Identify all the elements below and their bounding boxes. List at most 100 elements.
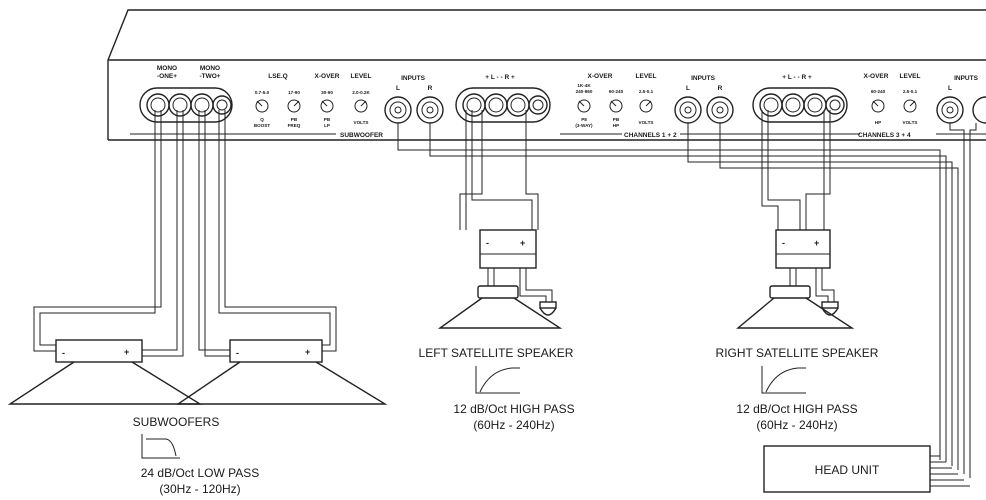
ch34-xover-label: X-OVER <box>864 73 889 80</box>
subwoofer-section-label: SUBWOOFER <box>340 132 383 139</box>
left-speaker-title: LEFT SATELLITE SPEAKER <box>419 346 574 360</box>
boost-label: BOOST <box>254 123 271 128</box>
xover-lp-label: LP <box>324 123 330 128</box>
ch12-level-range: 2.5-0.1 <box>639 89 654 94</box>
ch12-inputs-label: INPUTS <box>691 75 716 82</box>
ch12-input-r-label: R <box>718 85 723 92</box>
right-high-pass-curve-icon <box>761 366 806 394</box>
ch12-hp-knob-icon <box>609 99 623 113</box>
ch12-xover-knob-icon <box>577 99 591 113</box>
sub-xover-label: X-OVER <box>315 73 340 80</box>
subwoofers-filter: 24 dB/Oct LOW PASS <box>141 466 260 480</box>
freq-label: FREQ <box>288 123 301 128</box>
ch34-terminal-block <box>752 87 848 123</box>
ch12-xover-range-a: 1K-4K <box>577 83 591 88</box>
ch12-hp-label: HP <box>613 123 619 128</box>
ch12-hp-range: 60-240 <box>609 89 624 94</box>
sub-input-l-label: L <box>396 85 400 92</box>
freq-range: 17-90 <box>288 90 300 95</box>
head-unit-box <box>763 445 931 493</box>
xover-pb-label: PB <box>324 117 331 122</box>
subwoofer-2-icon <box>175 339 388 405</box>
right-tweeter-icon <box>821 301 839 316</box>
head-unit-label: HEAD UNIT <box>815 463 880 477</box>
mono-two-label-1: MONO <box>200 65 220 72</box>
ch34-xover-knob-icon <box>871 99 885 113</box>
left-crossover-box <box>479 229 537 269</box>
low-pass-curve-icon <box>141 434 180 459</box>
sub-level-knob-icon <box>354 99 368 113</box>
ch12-terminal-block <box>455 87 551 123</box>
right-xover-plus: + <box>814 238 819 248</box>
left-speaker-filter: 12 dB/Oct HIGH PASS <box>453 402 574 416</box>
ch12-3way-label: (3-WAY) <box>575 123 593 128</box>
subwoofers-range: (30Hz - 120Hz) <box>159 482 240 496</box>
subwoofer-wires <box>33 110 337 357</box>
ch34-level-label: LEVEL <box>900 73 921 80</box>
ch34-xover-range: 60-240 <box>871 89 886 94</box>
ch34-knobs <box>871 99 917 113</box>
ch34-rca-inputs <box>936 96 986 124</box>
freq-knob-icon <box>287 99 301 113</box>
q-boost-knob-icon <box>255 99 269 113</box>
ch12-input-l-label: L <box>686 85 690 92</box>
ch12-rca-inputs <box>674 96 734 124</box>
sub-xover-range: 30-90 <box>321 90 333 95</box>
left-xover-plus: + <box>520 238 525 248</box>
amplifier-chassis <box>107 9 986 141</box>
mono-two-label-2: -TWO+ <box>199 73 220 80</box>
sub1-minus: - <box>62 348 65 358</box>
ch12-pb-label: PB <box>613 117 620 122</box>
mono-terminal-block <box>139 87 233 123</box>
ch12-level-label: LEVEL <box>636 73 657 80</box>
sub-level-label: LEVEL <box>351 73 372 80</box>
q-label: Q <box>260 117 264 122</box>
sub-knobs <box>255 99 368 113</box>
sub-rca-inputs <box>384 96 444 124</box>
ch34-input-l-label: L <box>948 85 952 92</box>
ch34-inputs-label: INPUTS <box>954 75 979 82</box>
lse-q-label: LSE.Q <box>268 73 288 80</box>
right-xover-minus: - <box>782 238 785 248</box>
ch34-volts-label: VOLTS <box>903 120 918 125</box>
left-tweeter-icon <box>539 301 557 316</box>
ch12-volts-label: VOLTS <box>639 120 654 125</box>
sub-inputs-label: INPUTS <box>401 75 426 82</box>
left-high-pass-curve-icon <box>475 366 520 394</box>
ch12-section-label: CHANNELS 1 + 2 <box>624 132 677 139</box>
subwoofers-title: SUBWOOFERS <box>133 415 220 429</box>
mono-one-label-1: MONO <box>157 65 177 72</box>
subwoofer-1-icon <box>7 339 203 405</box>
mono-one-label-2: -ONE+ <box>157 73 177 80</box>
right-crossover-box <box>775 229 831 269</box>
right-speaker-wires <box>761 110 835 302</box>
ch12-p8-label: P8 <box>581 117 587 122</box>
ch12-knobs <box>577 99 653 113</box>
left-speaker-wires <box>459 110 553 302</box>
ch12-terminal-polarity: + L - - R + <box>485 74 515 81</box>
right-woofer-icon <box>736 285 855 329</box>
left-woofer-icon <box>437 285 563 329</box>
sub1-plus: + <box>124 347 129 357</box>
right-speaker-filter: 12 dB/Oct HIGH PASS <box>736 402 857 416</box>
ch34-terminal-polarity: + L - - R + <box>782 74 812 81</box>
volts-label: VOLTS <box>354 120 369 125</box>
ch34-hp-label: HP <box>875 120 881 125</box>
ch34-section-label: CHANNELS 3 + 4 <box>858 132 911 139</box>
left-speaker-range: (60Hz - 240Hz) <box>473 418 554 432</box>
q-boost-range: 0.7-5.0 <box>255 90 270 95</box>
sub-input-r-label: R <box>428 85 433 92</box>
ch34-level-knob-icon <box>903 99 917 113</box>
ch12-level-knob-icon <box>639 99 653 113</box>
ch34-level-range: 2.5-0.1 <box>903 89 918 94</box>
sub2-plus: + <box>305 347 310 357</box>
sub2-minus: - <box>236 348 239 358</box>
ch12-xover-range-b: 240-960 <box>576 89 593 94</box>
rca-signal-wires <box>397 123 977 487</box>
sub-level-range: 2.0-0.2K <box>352 90 370 95</box>
right-speaker-range: (60Hz - 240Hz) <box>756 418 837 432</box>
ch12-xover-label: X-OVER <box>588 73 613 80</box>
sub-xover-knob-icon <box>320 99 334 113</box>
left-xover-minus: - <box>486 238 489 248</box>
